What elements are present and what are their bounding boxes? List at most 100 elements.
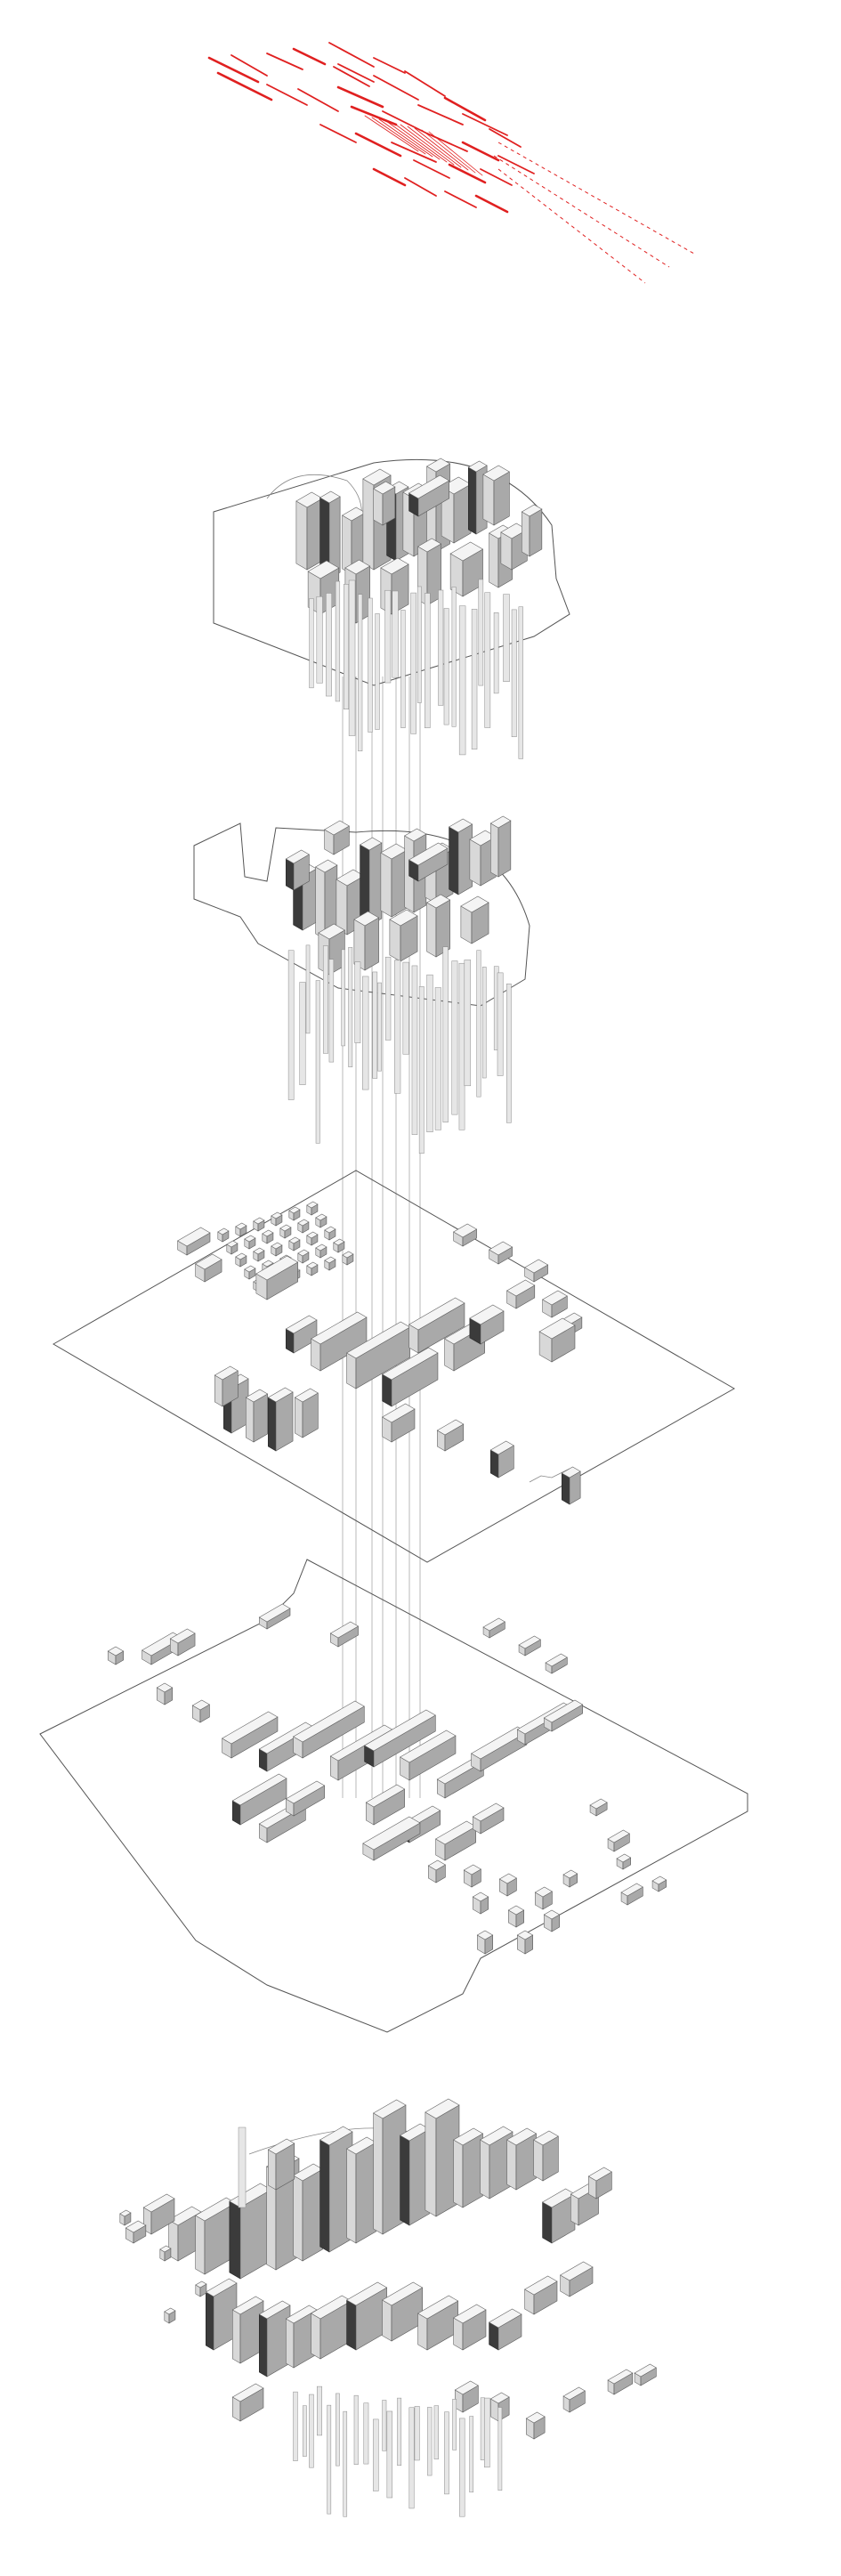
block-top-face <box>279 1224 292 1232</box>
block-top-face <box>607 2369 634 2385</box>
block-top-face <box>467 460 488 473</box>
block-top-face <box>534 1886 553 1898</box>
assembled-block <box>231 2383 264 2422</box>
block-top-face <box>231 1773 287 1806</box>
red-line-layer <box>207 42 695 284</box>
column <box>480 2397 485 2460</box>
level-b-block <box>426 894 451 958</box>
column <box>444 2411 449 2495</box>
middle-plate-block <box>177 1227 211 1256</box>
column <box>484 592 491 728</box>
level-b-block <box>489 815 512 878</box>
middle-plate-block <box>311 1311 368 1372</box>
block-left-face <box>295 500 308 571</box>
block-left-face <box>268 2149 277 2191</box>
column <box>518 606 523 759</box>
assembled-block <box>400 2123 431 2226</box>
assembled-block <box>229 2183 272 2280</box>
block-top-face <box>333 1238 345 1246</box>
ground-plate-block <box>562 1869 578 1888</box>
middle-grid-block <box>235 1222 247 1237</box>
block-top-face <box>408 474 450 499</box>
block-top-face <box>311 2295 352 2320</box>
middle-plate-block <box>408 1297 465 1354</box>
ground-plate-block <box>482 1617 505 1639</box>
middle-plate-block <box>255 1255 299 1300</box>
block-top-face <box>293 1700 365 1743</box>
block-left-face <box>449 826 459 895</box>
block-top-face <box>307 560 340 579</box>
block-top-face <box>125 2220 147 2233</box>
red-hatch <box>385 120 441 160</box>
block-left-face <box>570 2193 579 2226</box>
red-strip <box>297 88 339 112</box>
block-left-face <box>522 511 530 557</box>
block-right-face <box>275 1391 294 1452</box>
block-top-face <box>346 2136 377 2155</box>
level-b-block <box>324 820 350 855</box>
block-top-face <box>245 1389 269 1403</box>
assembled-block <box>542 2188 576 2244</box>
block-top-face <box>506 1279 536 1297</box>
block-top-face <box>329 1621 360 1639</box>
structural-columns <box>287 579 523 1154</box>
block-left-face <box>425 2111 437 2217</box>
red-strip <box>461 141 500 162</box>
assembled-small-cube <box>119 2209 132 2226</box>
block-top-face <box>560 2261 594 2281</box>
column <box>382 2400 387 2451</box>
red-strip <box>337 63 375 83</box>
assembled-block <box>454 2380 479 2413</box>
ground-plate-outline <box>39 1559 748 2033</box>
column <box>384 956 392 1041</box>
block-top-face <box>344 559 371 575</box>
block-top-face <box>271 1242 283 1250</box>
block-top-face <box>634 2363 657 2378</box>
red-strip <box>480 168 513 186</box>
column <box>348 579 356 736</box>
block-top-face <box>538 1317 576 1340</box>
middle-grid-block <box>235 1252 247 1268</box>
red-strip <box>373 57 406 74</box>
block-right-face <box>364 917 379 971</box>
block-top-face <box>476 1930 494 1940</box>
block-top-face <box>400 2123 431 2142</box>
block-top-face <box>506 2127 538 2146</box>
block-left-face <box>315 866 326 940</box>
red-strip <box>336 85 384 109</box>
assembled-block <box>562 2386 586 2413</box>
middle-plate-block <box>538 1317 576 1363</box>
ground-plate <box>39 1559 748 2033</box>
block-top-face <box>294 1388 319 1403</box>
column <box>305 944 311 1034</box>
middle-grid-block <box>306 1201 319 1216</box>
block-top-face <box>214 1365 239 1381</box>
level-b-block <box>285 849 310 891</box>
block-top-face <box>472 1891 489 1902</box>
ground-plate-block <box>258 1603 291 1630</box>
block-top-face <box>231 2383 264 2402</box>
red-strip <box>404 70 446 97</box>
ground-plate-block <box>545 1653 568 1674</box>
block-top-face <box>306 1261 319 1269</box>
red-hatch <box>407 126 462 168</box>
assembled-block <box>560 2261 594 2297</box>
middle-grid-block <box>342 1251 354 1266</box>
column <box>476 950 481 1098</box>
column <box>309 598 314 689</box>
block-left-face <box>417 2313 428 2351</box>
red-strip <box>474 194 509 214</box>
red-strip <box>413 159 450 179</box>
middle-plate-block <box>489 1440 514 1478</box>
assembled-small-cube <box>164 2307 176 2324</box>
block-left-face <box>246 1397 255 1443</box>
red-strip <box>266 84 308 106</box>
ground-plate-block <box>365 1784 406 1826</box>
block-left-face <box>232 2309 241 2364</box>
block-top-face <box>205 2278 238 2297</box>
block-left-face <box>426 902 437 958</box>
block-top-face <box>543 1909 561 1920</box>
level-b-block <box>336 869 365 936</box>
level-b-block <box>449 818 473 895</box>
block-top-face <box>587 2167 612 2182</box>
